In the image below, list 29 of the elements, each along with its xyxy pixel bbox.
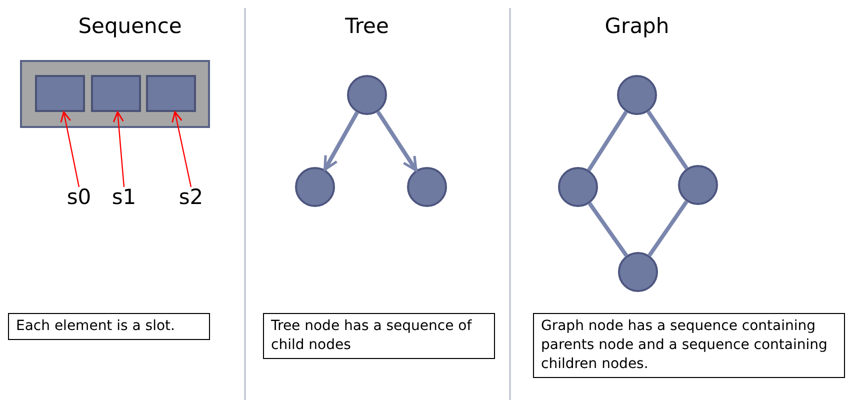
panel-title: Sequence xyxy=(77,14,183,38)
connector-line xyxy=(648,200,688,257)
node-circle xyxy=(347,75,387,115)
node-circle xyxy=(295,167,335,207)
note-box: Each element is a slot. xyxy=(8,313,210,340)
slot-box xyxy=(91,75,141,112)
slot-box xyxy=(35,75,85,112)
slot-label: s1 xyxy=(111,187,137,211)
note-box: Graph node has a sequence containing parents node and a sequence containing children nodes. xyxy=(533,313,845,378)
note-box: Tree node has a sequence of child nodes xyxy=(263,313,495,359)
arrow xyxy=(323,111,359,171)
node-circle xyxy=(407,167,447,207)
node-circle xyxy=(678,165,718,205)
node-circle xyxy=(618,252,658,292)
connector-line xyxy=(587,110,628,172)
slot-box xyxy=(146,75,196,112)
connector-line xyxy=(646,110,688,170)
node-circle xyxy=(558,167,598,207)
arrow xyxy=(376,110,418,172)
slot-label: s0 xyxy=(66,187,92,211)
arrow xyxy=(60,111,80,188)
arrow xyxy=(112,111,125,188)
connector-line xyxy=(588,202,628,257)
panel-title: Graph xyxy=(604,14,670,38)
sequence-box xyxy=(20,60,210,128)
arrow xyxy=(172,111,192,188)
node-circle xyxy=(617,75,657,115)
panel-title: Tree xyxy=(344,14,390,38)
slot-label: s2 xyxy=(178,187,204,211)
